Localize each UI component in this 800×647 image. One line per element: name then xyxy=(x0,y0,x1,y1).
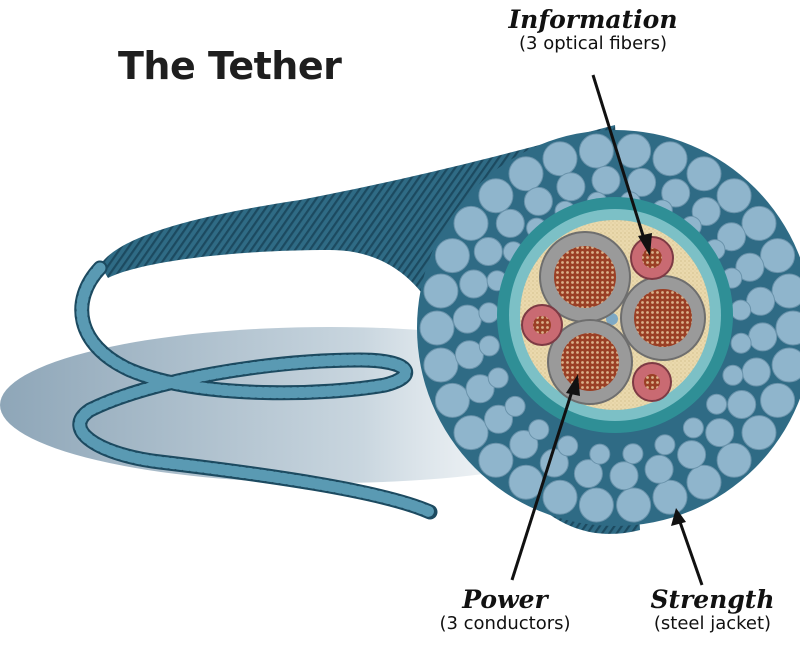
steel-wire-strand xyxy=(761,383,795,417)
steel-wire-strand xyxy=(435,383,469,417)
steel-wire-strand xyxy=(723,365,743,385)
steel-wire-strand xyxy=(479,303,499,323)
diagram-title: The Tether xyxy=(118,44,341,88)
steel-wire-strand xyxy=(728,391,756,419)
steel-wire-strand xyxy=(761,239,795,273)
steel-wire-strand xyxy=(543,142,577,176)
optical-fiber xyxy=(633,363,671,401)
steel-wire-strand xyxy=(742,416,776,450)
steel-wire-strand xyxy=(474,238,502,266)
steel-wire-strand xyxy=(435,239,469,273)
steel-wire-strand xyxy=(424,348,458,382)
steel-wire-strand xyxy=(543,480,577,514)
steel-wire-strand xyxy=(479,443,513,477)
steel-wire-strand xyxy=(731,333,751,353)
steel-wire-strand xyxy=(496,209,524,237)
steel-wire-strand xyxy=(505,396,525,416)
steel-wire-strand xyxy=(610,462,638,490)
steel-wire-strand xyxy=(592,166,620,194)
steel-wire-strand xyxy=(717,443,751,477)
power-heading: Power xyxy=(405,586,605,614)
information-detail: (3 optical fibers) xyxy=(488,34,698,54)
information-heading: Information xyxy=(488,6,698,34)
steel-wire-strand xyxy=(742,358,770,386)
strength-arrow xyxy=(680,522,702,585)
strength-heading: Strength xyxy=(630,586,795,614)
steel-wire-strand xyxy=(653,142,687,176)
steel-wire-strand xyxy=(509,157,543,191)
optical-fiber xyxy=(522,305,562,345)
power-label: Power (3 conductors) xyxy=(405,586,605,634)
steel-wire-strand xyxy=(479,336,499,356)
steel-wire-strand xyxy=(706,419,734,447)
steel-wire-strand xyxy=(579,488,613,522)
steel-wire-strand xyxy=(742,206,776,240)
cable-cross-section xyxy=(417,130,800,526)
steel-wire-strand xyxy=(653,480,687,514)
steel-wire-strand xyxy=(420,311,454,345)
strength-label: Strength (steel jacket) xyxy=(630,586,795,634)
steel-wire-strand xyxy=(683,418,703,438)
steel-wire-strand xyxy=(772,274,800,308)
steel-wire-strand xyxy=(617,488,651,522)
steel-wire-strand xyxy=(687,465,721,499)
steel-wire-strand xyxy=(579,134,613,168)
optical-fiber xyxy=(631,237,673,279)
steel-wire-strand xyxy=(454,206,488,240)
steel-wire-strand xyxy=(460,270,488,298)
steel-wire-strand xyxy=(557,173,585,201)
steel-wire-strand xyxy=(678,441,706,469)
steel-wire-strand xyxy=(454,416,488,450)
steel-wire-strand xyxy=(717,179,751,213)
steel-wire-strand xyxy=(707,394,727,414)
steel-wire-strand xyxy=(623,444,643,464)
steel-wire-strand xyxy=(645,455,673,483)
steel-wire-strand xyxy=(453,305,481,333)
steel-wire-strand xyxy=(529,420,549,440)
power-conductor xyxy=(621,276,705,360)
steel-wire-strand xyxy=(488,368,508,388)
steel-wire-strand xyxy=(424,274,458,308)
power-detail: (3 conductors) xyxy=(405,614,605,634)
steel-wire-strand xyxy=(772,348,800,382)
steel-wire-strand xyxy=(524,187,552,215)
steel-wire-strand xyxy=(479,179,513,213)
steel-wire-strand xyxy=(590,444,610,464)
steel-wire-strand xyxy=(731,300,751,320)
steel-wire-strand xyxy=(749,323,777,351)
steel-wire-strand xyxy=(558,436,578,456)
steel-wire-strand xyxy=(687,157,721,191)
information-label: Information (3 optical fibers) xyxy=(488,6,698,54)
steel-wire-strand xyxy=(655,435,675,455)
strength-detail: (steel jacket) xyxy=(630,614,795,634)
